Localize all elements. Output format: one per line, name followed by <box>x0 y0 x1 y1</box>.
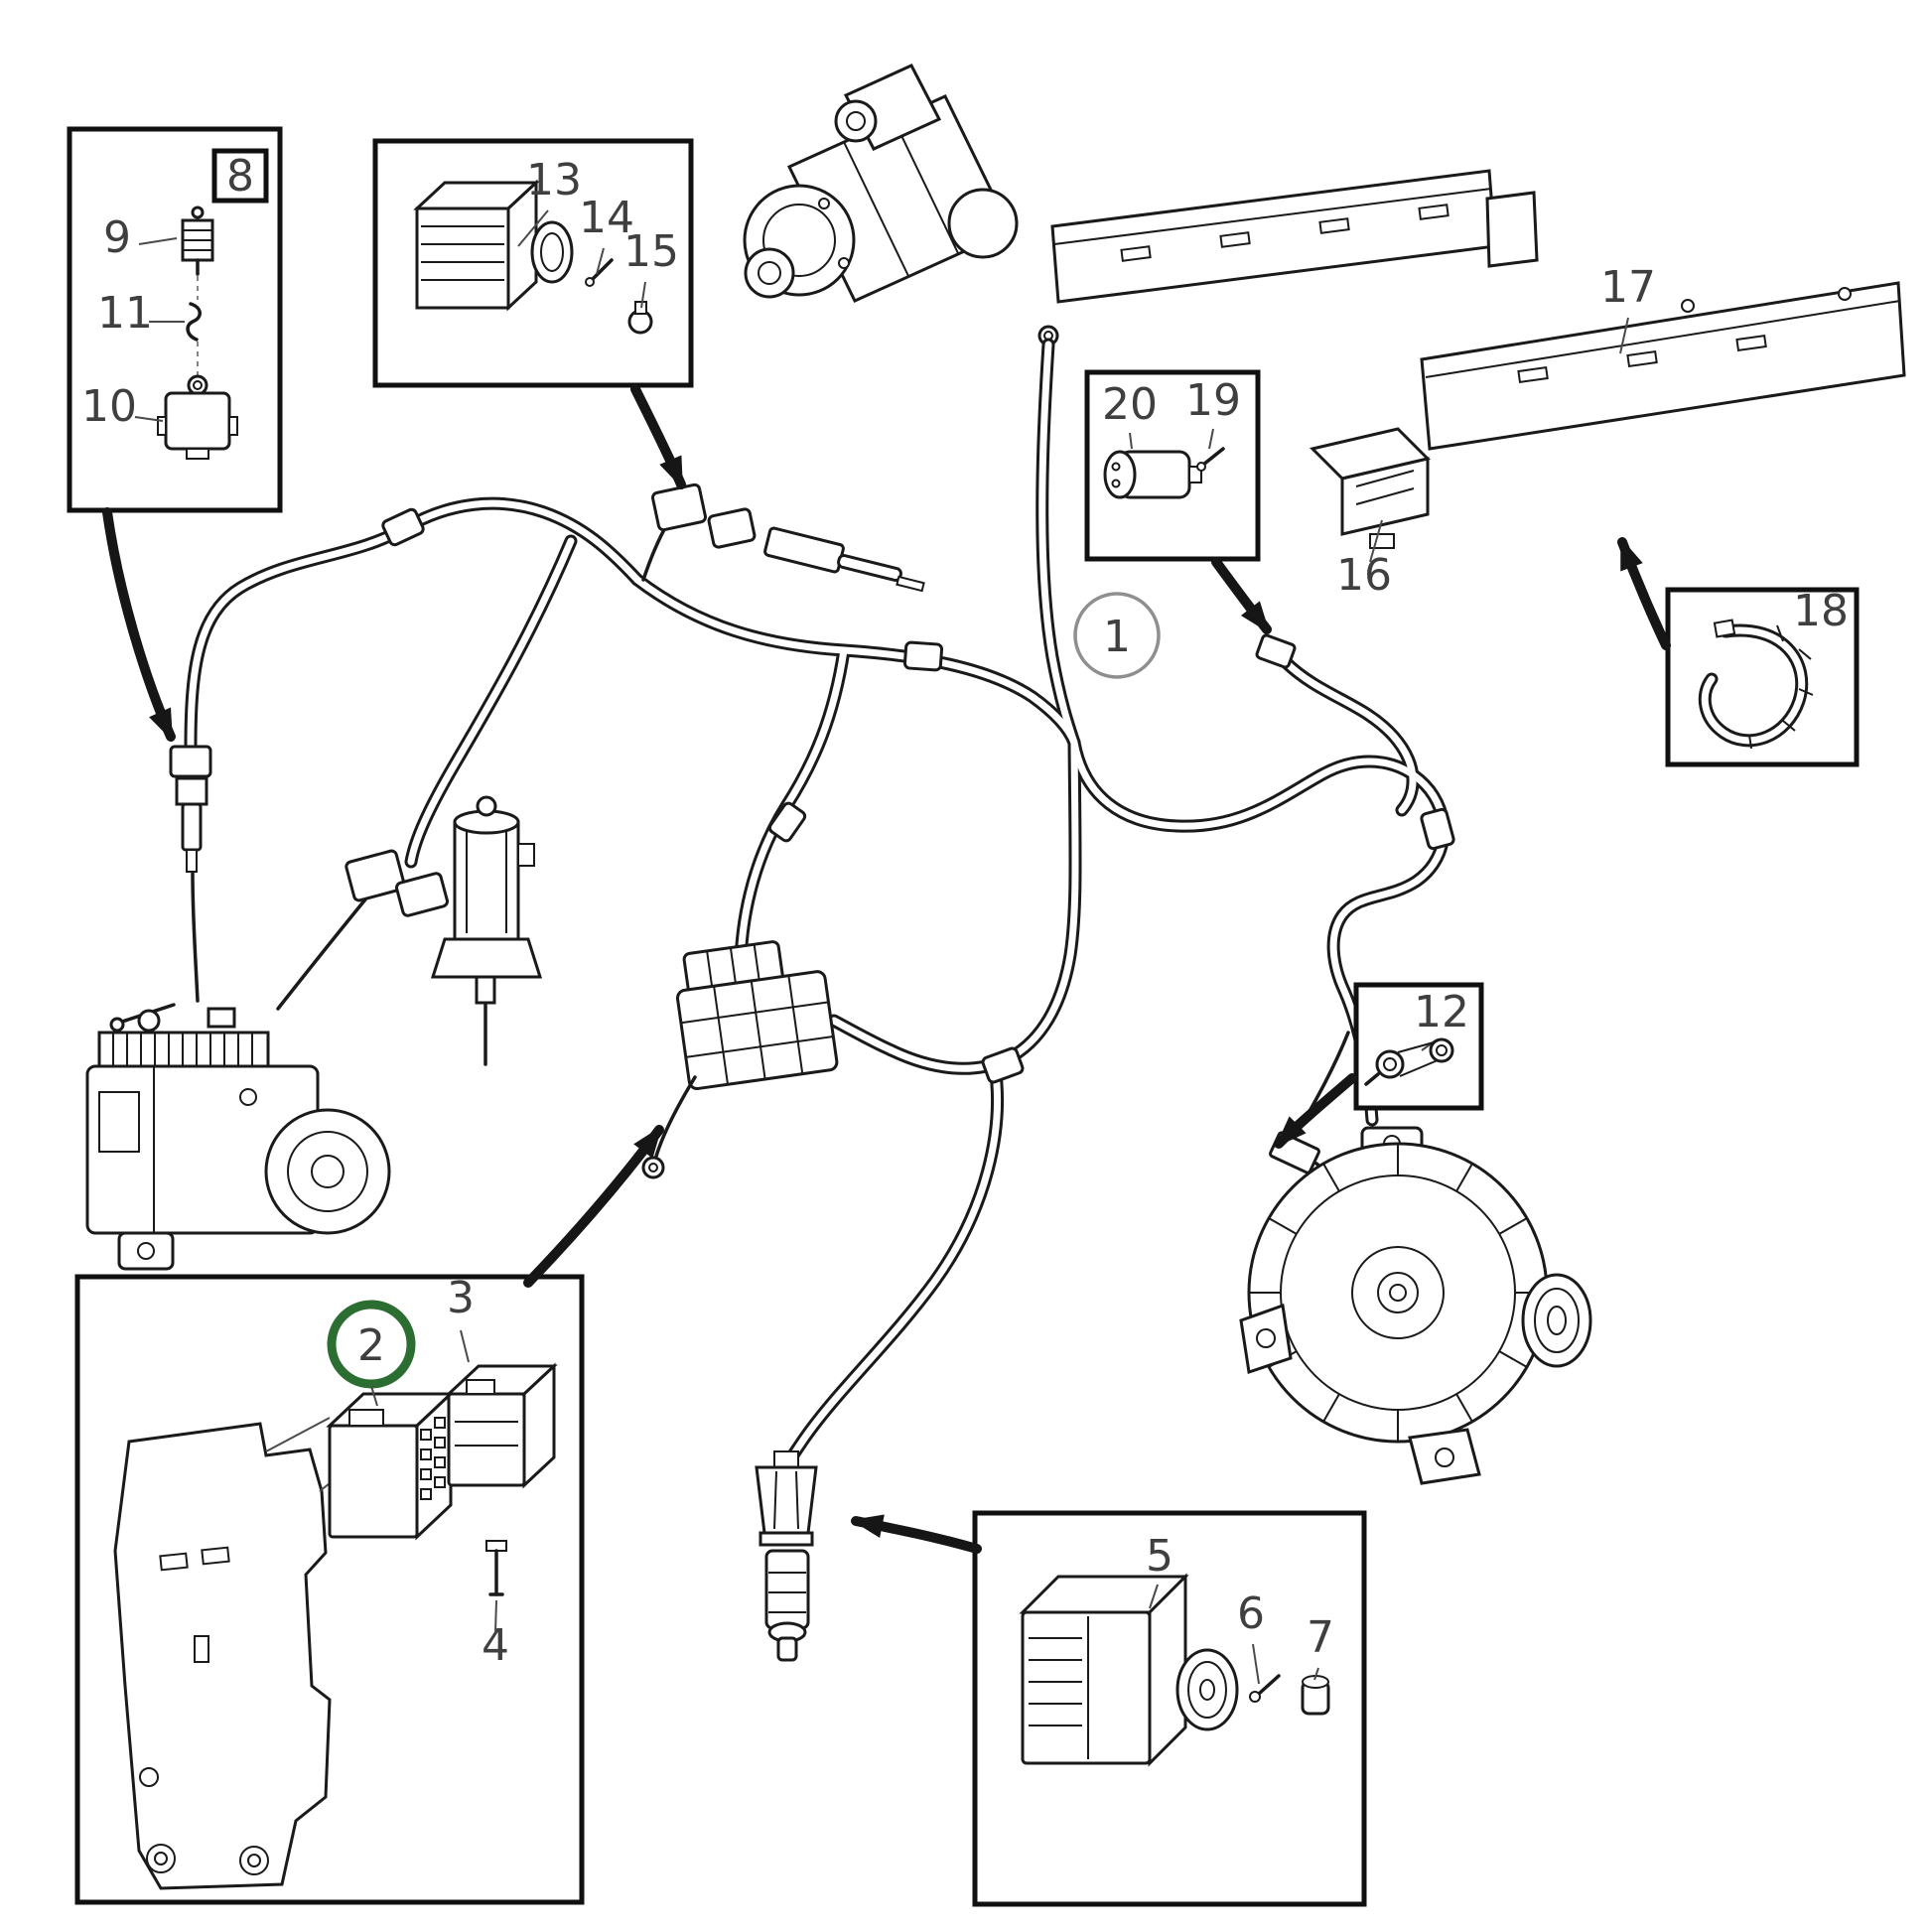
temp-sensor-connector <box>651 483 925 593</box>
relay-16 <box>1310 427 1431 549</box>
part-label-8: 8 <box>226 151 254 202</box>
ignition-coil-5 <box>1019 1573 1239 1767</box>
fastener-4 <box>485 1540 507 1596</box>
detail-box-8: 8 9 11 10 <box>67 126 283 513</box>
arrow-box18-to-panel <box>1617 537 1671 650</box>
relay-2 <box>326 1390 455 1541</box>
arrow-coilbox-to-connector <box>851 1514 982 1554</box>
callout-arrows <box>102 384 1671 1554</box>
part-label-13: 13 <box>526 155 582 206</box>
main-connector <box>675 940 839 1091</box>
part-label-18: 18 <box>1793 586 1849 636</box>
cable-clips <box>381 507 1455 1084</box>
detail-box-coil: 5 6 7 <box>972 1510 1367 1907</box>
alternator <box>1239 1126 1592 1485</box>
part-label-15: 15 <box>623 226 679 277</box>
part-label-12: 12 <box>1414 987 1469 1037</box>
part-label-6: 6 <box>1237 1588 1265 1639</box>
detail-box-relays: 2 3 4 <box>74 1273 585 1905</box>
injection-pump <box>85 1003 391 1271</box>
arrow-box13-to-connector <box>630 384 686 489</box>
detail-box-20: 20 19 <box>1084 369 1261 562</box>
detail-box-12: 12 <box>1353 982 1484 1111</box>
part-label-3: 3 <box>447 1273 475 1323</box>
arrow-box20-to-connector <box>1211 557 1272 634</box>
detail-box-18: 18 <box>1665 586 1860 767</box>
arrow-box8-to-sensor <box>102 507 176 742</box>
screw-6 <box>1249 1674 1281 1703</box>
callout-circle-1: 1 <box>1073 592 1161 679</box>
oxygen-sensor <box>169 745 212 873</box>
part-label-19: 19 <box>1185 375 1241 426</box>
main-connector-ground-wire <box>641 1075 697 1179</box>
relay-3 <box>445 1362 558 1489</box>
part-label-1: 1 <box>1103 612 1131 662</box>
hanging-connector <box>755 1450 818 1662</box>
part-label-10: 10 <box>81 381 137 432</box>
part-label-17: 17 <box>1600 262 1656 313</box>
starter-motor <box>743 64 1059 346</box>
heat-shield-panels <box>1050 169 1906 451</box>
part-label-11: 11 <box>97 288 153 339</box>
cap-7 <box>1301 1675 1330 1716</box>
detail-box-13: 13 14 15 <box>372 138 694 388</box>
part-label-14: 14 <box>579 193 634 243</box>
part-label-7: 7 <box>1307 1612 1334 1663</box>
part-label-20: 20 <box>1102 379 1158 430</box>
highlight-circle-2: 2 <box>327 1300 416 1389</box>
part-label-9: 9 <box>103 212 131 263</box>
part-label-2: 2 <box>357 1320 385 1371</box>
part-label-5: 5 <box>1146 1531 1173 1582</box>
arrow-relaybox-to-connector <box>523 1125 664 1288</box>
solenoid-valve <box>345 795 543 1066</box>
arrow-box12-to-harness <box>1274 1073 1357 1149</box>
part-label-16: 16 <box>1336 550 1392 601</box>
small-connector-19-20 <box>1255 633 1297 669</box>
